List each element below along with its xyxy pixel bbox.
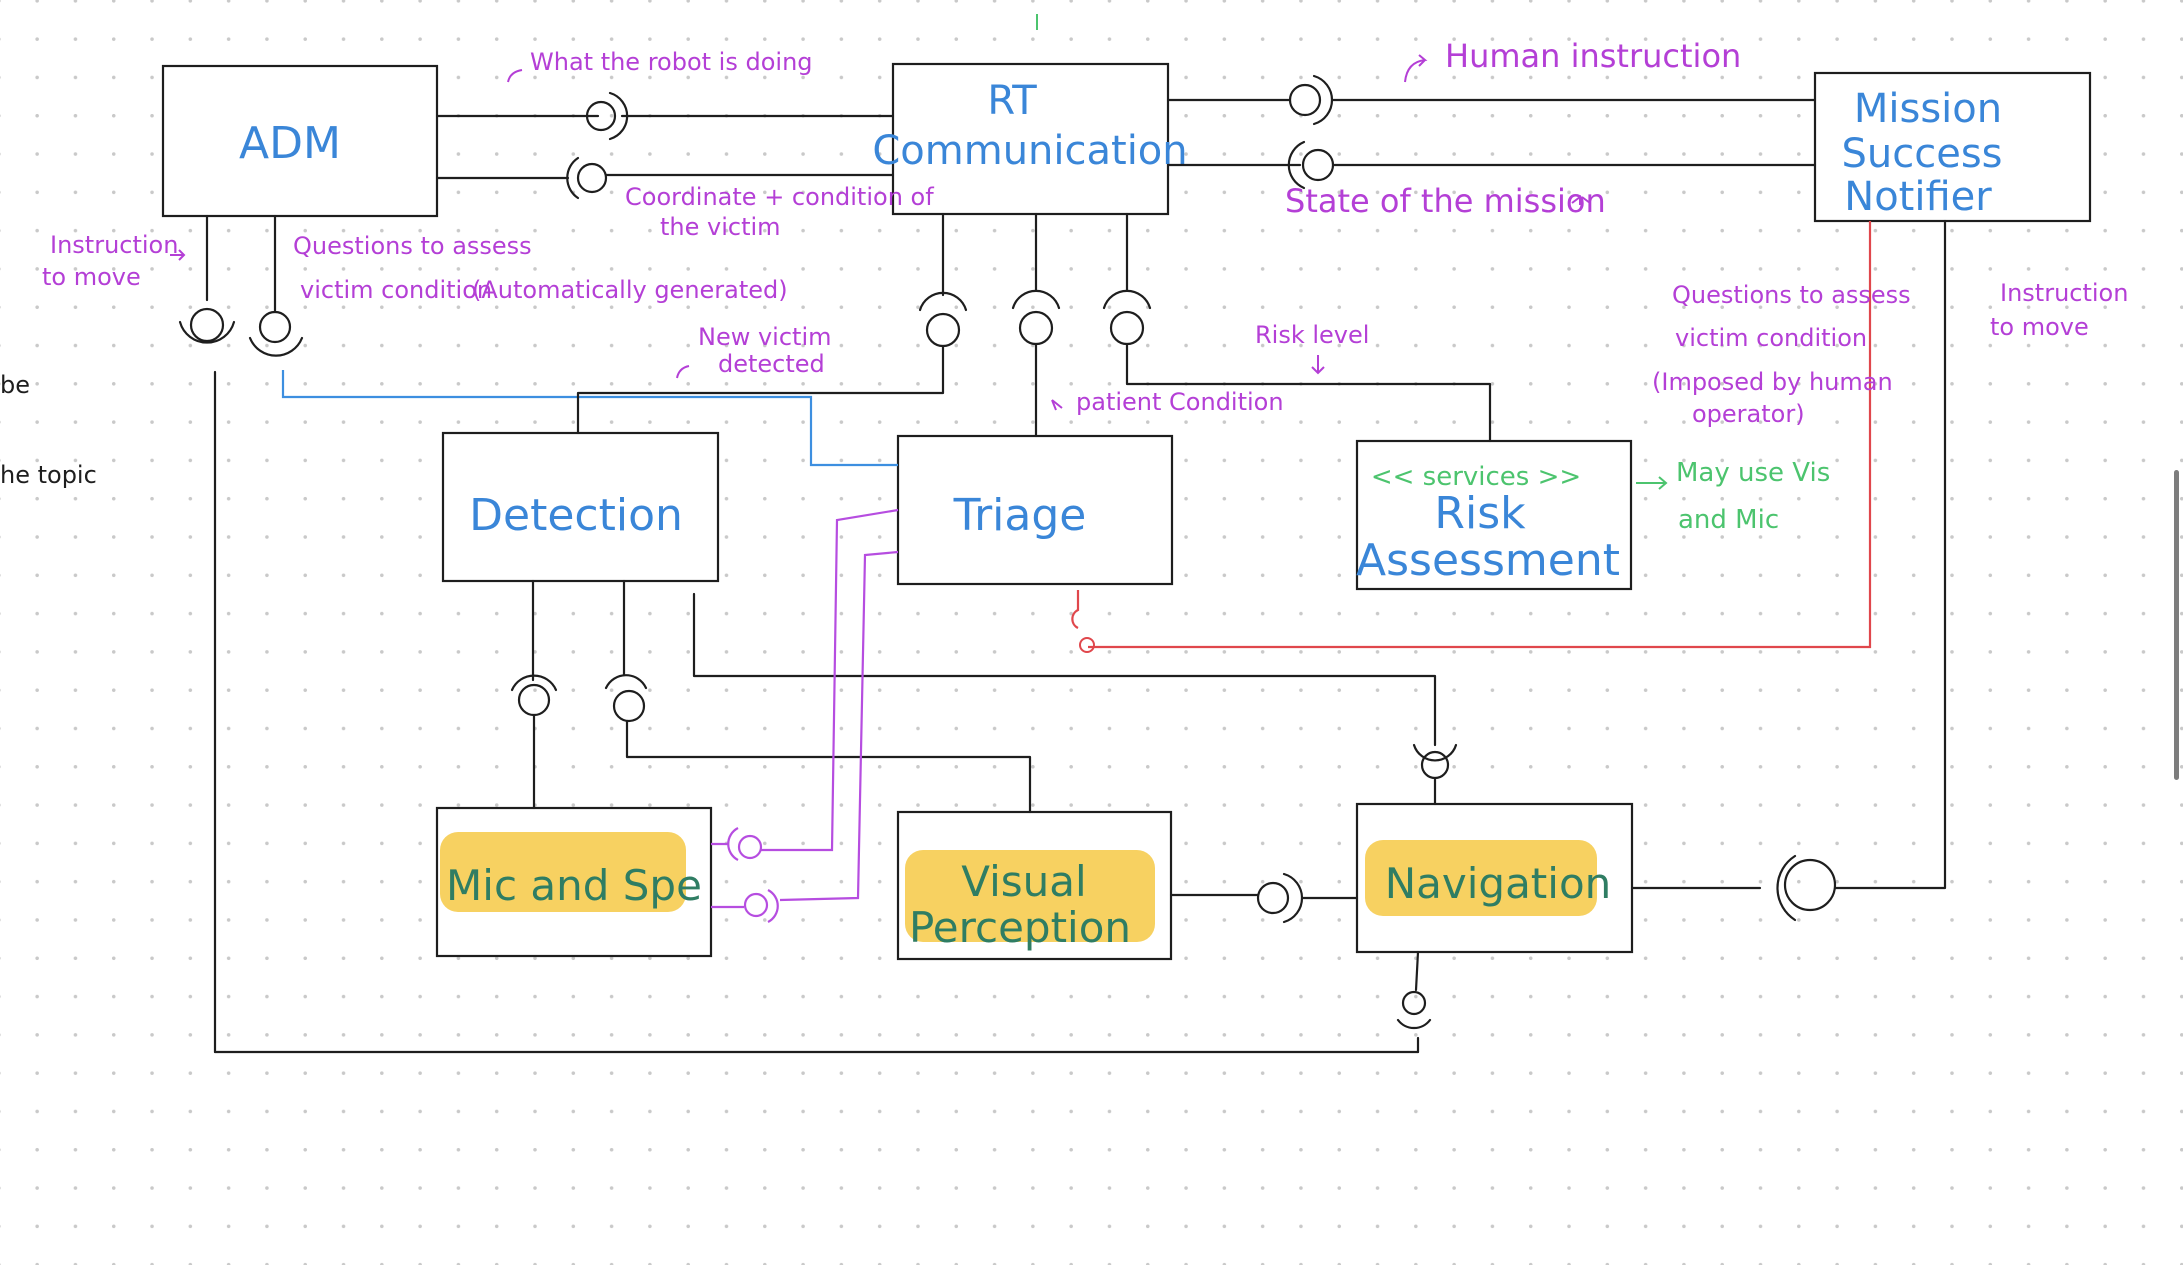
arrow-right-green-icon	[1636, 476, 1668, 490]
arrow-hook-icon	[676, 365, 690, 379]
adm-questions-socket	[248, 214, 304, 357]
mission-label-line1: Mission	[1854, 86, 2002, 132]
note-coordinate-line1: Coordinate + condition of	[625, 183, 934, 211]
arrow-right-icon	[170, 249, 186, 261]
mission-triage-link-red	[1071, 221, 1872, 653]
adm-rt-interface-upper	[435, 91, 895, 141]
adm-rt-interface-lower	[435, 156, 895, 200]
risk-stereotype: << services >>	[1371, 462, 1581, 492]
vertical-scrollbar[interactable]	[2174, 470, 2179, 780]
rt-communication-component[interactable]: RT Communication	[872, 62, 1188, 216]
mic-label: Mic and Spe	[446, 861, 702, 910]
note-questions-right-line3: (Imposed by human	[1652, 368, 1893, 396]
adm-instruction-socket	[178, 214, 1420, 1054]
note-instruction-left-line1: Instruction	[50, 231, 178, 259]
rt-communication-label-line2: Communication	[872, 128, 1187, 174]
note-state-mission: State of the mission	[1285, 182, 1606, 220]
mission-success-notifier-component[interactable]: Mission Success Notifier	[1813, 71, 2092, 223]
adm-component[interactable]: ADM	[161, 64, 439, 218]
detection-visual-socket	[604, 579, 1032, 814]
arrow-up-left-icon	[1051, 399, 1063, 411]
triage-component[interactable]: Triage	[896, 434, 1174, 586]
rt-new-victim-socket	[576, 212, 968, 435]
rt-patient-condition-socket	[1011, 212, 1061, 438]
mic-and-speaker-component[interactable]: Mic and Spe	[435, 806, 713, 958]
visual-perception-component[interactable]: Visual Perception	[896, 810, 1173, 961]
note-may-use-line1: May use Vis	[1676, 458, 1830, 488]
note-instruction-right-line2: to move	[1990, 313, 2089, 341]
detection-mic-socket	[510, 579, 558, 810]
visual-navigation-interface	[1169, 872, 1359, 924]
note-risk-level: Risk level	[1255, 321, 1369, 349]
rt-communication-label-line1: RT	[987, 78, 1037, 124]
note-questions-left-line2: victim condition	[300, 276, 492, 304]
visual-label-line1: Visual	[961, 857, 1086, 906]
arrow-hook-icon	[1404, 54, 1428, 83]
rt-risk-level-socket	[1102, 212, 1492, 443]
risk-label-line2: Assessment	[1356, 535, 1620, 586]
note-what-robot-doing: What the robot is doing	[530, 48, 813, 76]
triage-label: Triage	[953, 490, 1087, 541]
rt-mission-interface-upper	[1166, 74, 1817, 126]
note-may-use-line2: and Mic	[1678, 505, 1779, 535]
detection-component[interactable]: Detection	[441, 431, 720, 583]
visual-label-line2: Perception	[909, 903, 1131, 952]
margin-fragment-be: be	[0, 371, 30, 399]
mission-label-line2: Success	[1841, 131, 2002, 177]
rt-mission-interface-lower	[1166, 140, 1817, 190]
mic-highlight	[440, 832, 686, 912]
note-instruction-right-line1: Instruction	[2000, 279, 2128, 307]
note-questions-right-line4: operator)	[1692, 400, 1805, 428]
navigation-adm-socket	[1396, 950, 1432, 1030]
note-new-victim-line2: detected	[718, 350, 825, 378]
mission-label-line3: Notifier	[1844, 174, 1992, 220]
note-human-instruction: Human instruction	[1445, 37, 1741, 75]
adm-label: ADM	[239, 118, 341, 169]
note-questions-right-line2: victim condition	[1675, 324, 1867, 352]
navigation-label: Navigation	[1385, 859, 1612, 908]
risk-assessment-component[interactable]: << services >> Risk Assessment	[1355, 439, 1633, 591]
risk-label-line1: Risk	[1434, 488, 1526, 539]
detection-navigation-socket	[692, 592, 1458, 806]
questions-link-blue	[281, 370, 898, 467]
note-new-victim-line1: New victim	[698, 323, 832, 351]
note-questions-left-line1: Questions to assess	[293, 232, 532, 260]
margin-fragment-topic: he topic	[0, 461, 97, 489]
navigation-highlight	[1365, 840, 1597, 916]
note-instruction-left-line2: to move	[42, 263, 141, 291]
detection-label: Detection	[469, 490, 683, 541]
navigation-mission-interface	[1630, 219, 1947, 922]
navigation-component[interactable]: Navigation	[1355, 802, 1634, 954]
note-patient-condition: patient Condition	[1076, 388, 1284, 416]
arrow-mark-icon	[1571, 195, 1591, 205]
arrow-hook-icon	[507, 69, 523, 83]
visual-highlight	[905, 850, 1155, 942]
arrow-down-icon	[1311, 355, 1325, 375]
note-coordinate-line2: the victim	[660, 213, 781, 241]
note-questions-right-line1: Questions to assess	[1672, 281, 1911, 309]
mic-triage-links	[711, 508, 899, 923]
note-questions-left-line3: (Automatically generated)	[472, 276, 788, 304]
